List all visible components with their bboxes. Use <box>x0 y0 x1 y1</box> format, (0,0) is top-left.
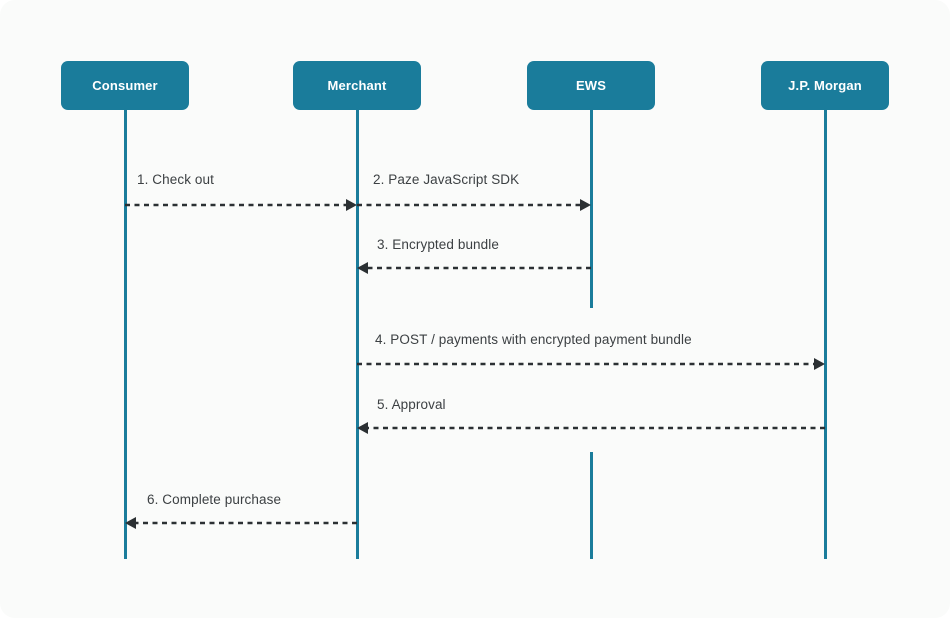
lifeline-ews <box>590 452 593 559</box>
participant-label-ews: EWS <box>575 78 607 93</box>
lifeline-merchant <box>356 110 359 559</box>
participant-box-ews[interactable]: EWS <box>527 61 655 110</box>
message-arrow-2 <box>357 198 591 212</box>
message-label-5: 5. Approval <box>377 397 446 412</box>
lifeline-jpmorgan <box>824 110 827 559</box>
message-label-2: 2. Paze JavaScript SDK <box>373 172 520 187</box>
message-arrow-3 <box>357 261 591 275</box>
participant-box-merchant[interactable]: Merchant <box>293 61 421 110</box>
participant-label-consumer: Consumer <box>92 78 158 93</box>
message-arrow-6 <box>125 516 357 530</box>
message-label-1: 1. Check out <box>137 172 214 187</box>
message-label-4: 4. POST / payments with encrypted paymen… <box>375 332 692 347</box>
message-arrow-5 <box>357 421 825 435</box>
lifeline-ews <box>590 110 593 308</box>
message-arrow-1 <box>125 198 357 212</box>
message-label-3: 3. Encrypted bundle <box>377 237 499 252</box>
participant-label-merchant: Merchant <box>327 78 387 93</box>
participant-box-consumer[interactable]: Consumer <box>61 61 189 110</box>
participant-box-jpmorgan[interactable]: J.P. Morgan <box>761 61 889 110</box>
lifeline-consumer <box>124 110 127 559</box>
message-arrow-4 <box>357 357 825 371</box>
participant-label-jpmorgan: J.P. Morgan <box>788 78 862 93</box>
message-label-6: 6. Complete purchase <box>147 492 282 507</box>
